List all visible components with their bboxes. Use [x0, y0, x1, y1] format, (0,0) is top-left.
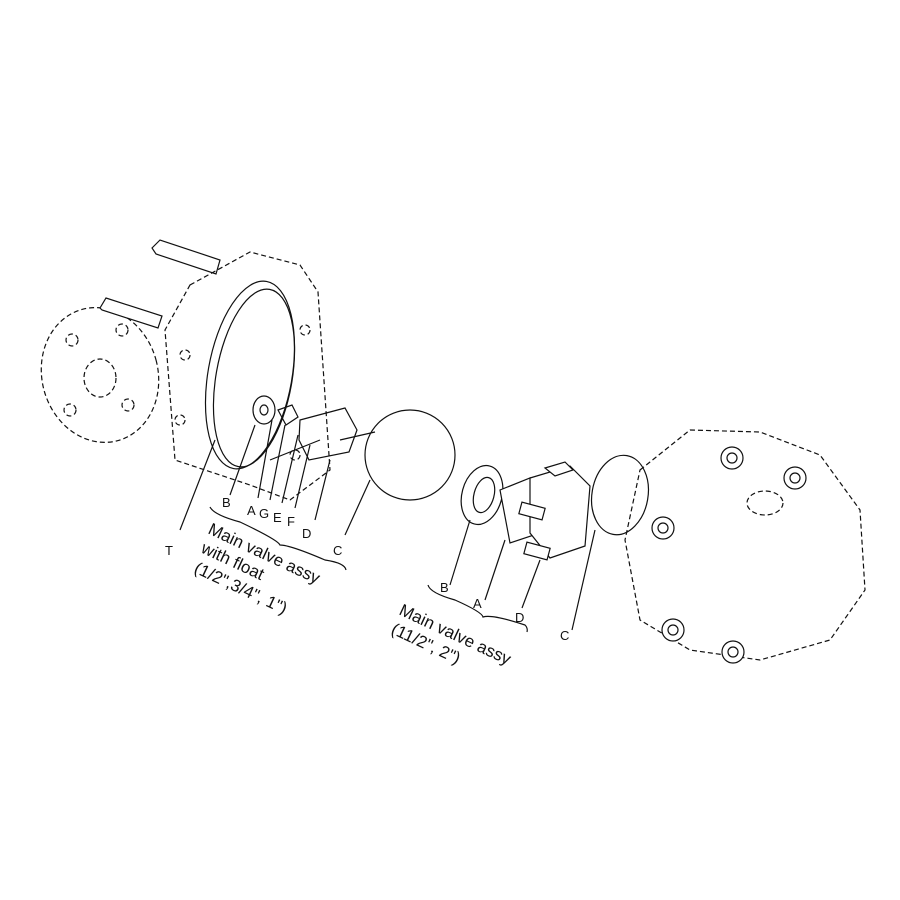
left-main-valve-assy: [252, 395, 456, 501]
label-G: G: [259, 506, 269, 521]
left-pipe-flange: [40, 307, 160, 443]
label-E: E: [273, 510, 282, 525]
right-caption: Main valve assy (11/2", 2"): [388, 600, 514, 669]
label-F: F: [287, 514, 295, 529]
label-B: B: [222, 495, 231, 510]
label-A: A: [247, 503, 256, 518]
leader-lines: [179, 419, 596, 633]
label-D: D: [302, 526, 311, 541]
left-body-cover: [164, 251, 331, 501]
right-body: [624, 429, 866, 664]
label-T: T: [165, 543, 173, 558]
left-part-labels: T B A G E F D C: [165, 495, 342, 558]
label-D: D: [515, 610, 524, 625]
float: [590, 454, 650, 536]
bolts: [99, 239, 221, 329]
label-B: B: [440, 580, 449, 595]
right-part-labels: B A D C: [440, 580, 569, 643]
right-main-valve-assy: [460, 454, 650, 561]
label-C: C: [560, 628, 569, 643]
label-A: A: [473, 596, 482, 611]
label-C: C: [333, 543, 342, 558]
float-ball: [364, 409, 456, 501]
